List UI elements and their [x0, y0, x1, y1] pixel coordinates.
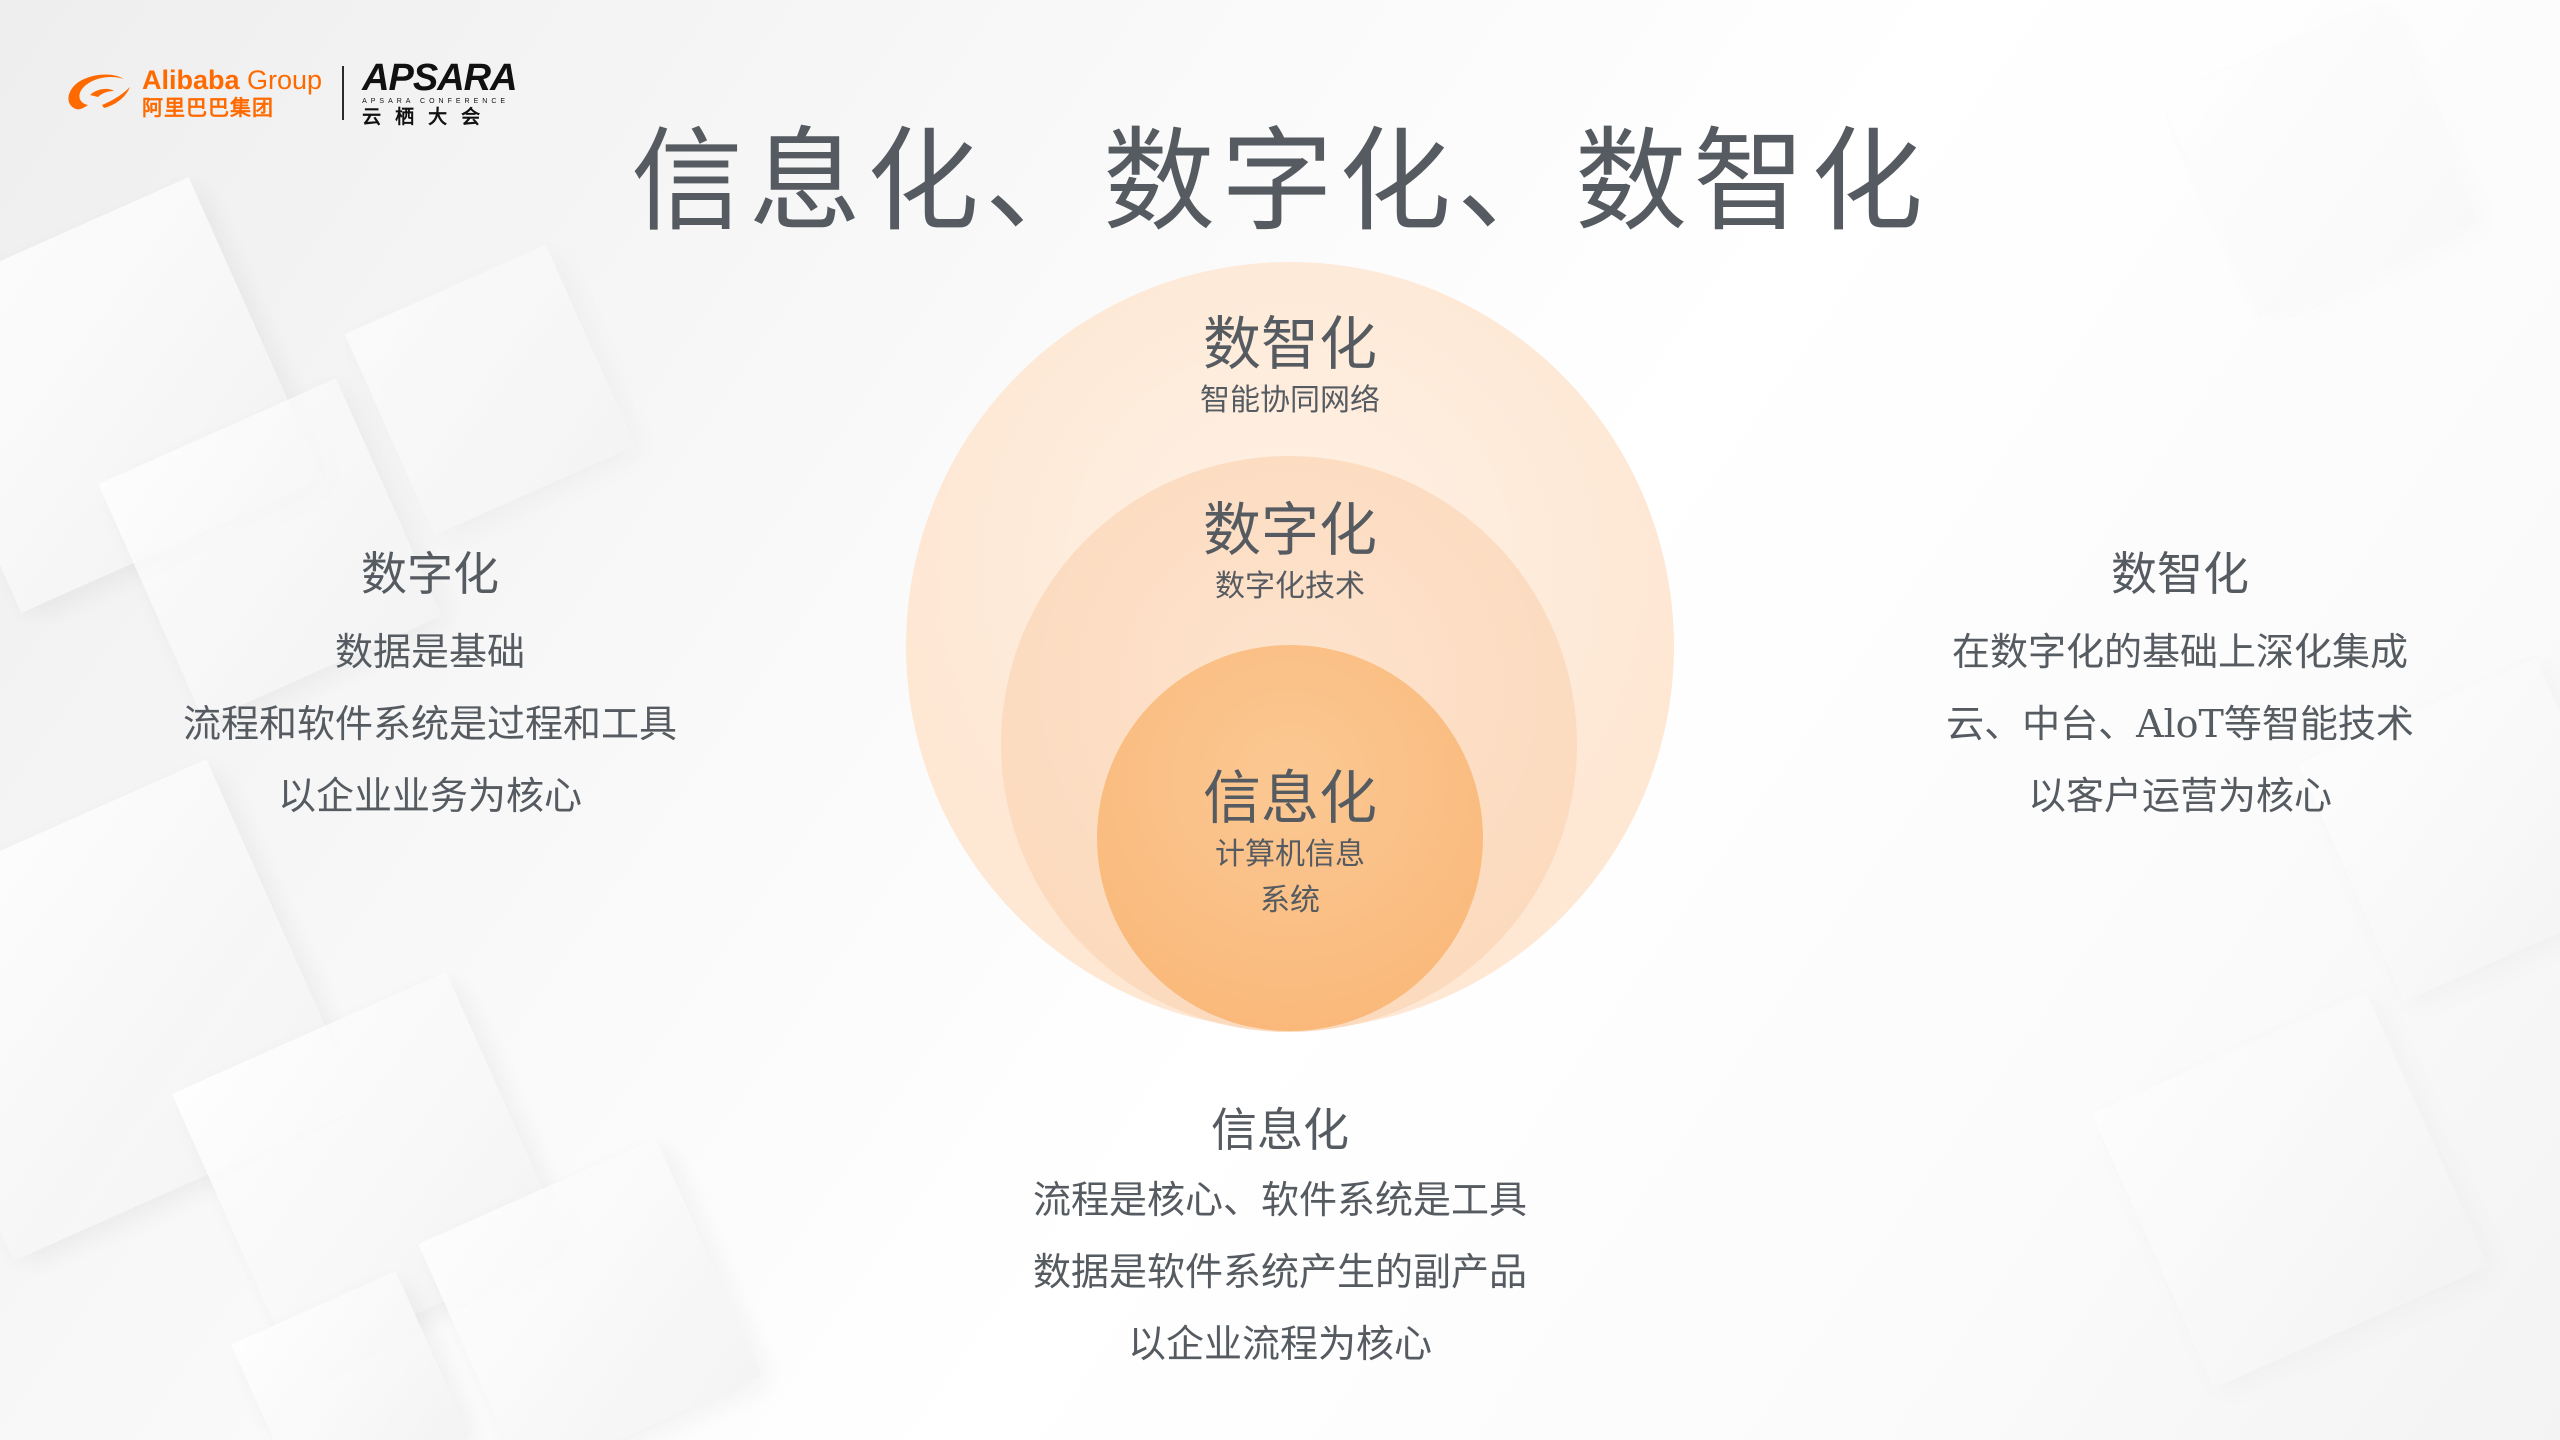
outer-circle-heading: 数智化: [1202, 310, 1377, 378]
outer-circle-subtitle: 智能协同网络: [1200, 383, 1380, 418]
inner-circle-subtitle-line: 计算机信息: [1215, 837, 1365, 872]
right-panel-line: 在数字化的基础上深化集成: [1951, 630, 2408, 674]
bottom-panel-informatization: 信息化 流程是核心、软件系统是工具 数据是软件系统产生的副产品 以企业流程为核心: [980, 1100, 1580, 1380]
bottom-panel-line: 流程是核心、软件系统是工具: [1032, 1178, 1527, 1222]
alibaba-wordmark: Alibaba Group: [142, 65, 323, 95]
outer-circle-label: 数智化 智能协同网络: [1090, 310, 1490, 424]
left-panel-heading: 数字化: [361, 547, 499, 601]
inner-circle-subtitle-line: 系统: [1260, 883, 1320, 918]
middle-circle-subtitle: 数字化技术: [1215, 569, 1365, 604]
apsara-subtitle: APSARA CONFERENCE: [362, 98, 510, 105]
inner-circle-heading: 信息化: [1202, 764, 1377, 832]
inner-circle-informatization: [1097, 645, 1483, 1031]
inner-circle-label: 信息化 计算机信息 系统: [1090, 764, 1490, 924]
middle-circle-heading: 数字化: [1202, 496, 1377, 564]
alibaba-logo-icon: [62, 65, 134, 121]
right-panel-line: 以客户运营为核心: [2027, 774, 2332, 818]
middle-circle-label: 数字化 数字化技术: [1090, 496, 1490, 610]
left-panel-digitization: 数字化 数据是基础 流程和软件系统是过程和工具 以企业业务为核心: [130, 544, 730, 832]
bottom-panel-line: 以企业流程为核心: [1127, 1322, 1432, 1366]
right-panel-shuzhihua: 数智化 在数字化的基础上深化集成 云、中台、AloT等智能技术 以客户运营为核心: [1880, 544, 2480, 832]
apsara-logo: APSARA APSARA CONFERENCE 云栖大会: [362, 57, 517, 128]
bg-tile: [344, 244, 636, 536]
logo-divider: [342, 66, 345, 120]
alibaba-cn-wordmark: 阿里巴巴集团: [142, 97, 274, 120]
right-panel-heading: 数智化: [2111, 547, 2249, 601]
page-title: 信息化、数字化、数智化: [631, 117, 1929, 247]
left-panel-line: 数据是基础: [334, 630, 525, 674]
right-panel-line: 云、中台、AloT等智能技术: [1946, 702, 2414, 746]
apsara-cn-wordmark: 云栖大会: [362, 107, 495, 128]
bg-tile: [2091, 991, 2489, 1389]
left-panel-line: 以企业业务为核心: [277, 774, 582, 818]
bottom-panel-line: 数据是软件系统产生的副产品: [1032, 1250, 1527, 1294]
apsara-wordmark: APSARA: [362, 57, 517, 99]
header-logos: Alibaba Group 阿里巴巴集团 APSARA APSARA CONFE…: [62, 57, 518, 128]
left-panel-line: 流程和软件系统是过程和工具: [182, 702, 677, 746]
bottom-panel-heading: 信息化: [1211, 1103, 1349, 1157]
